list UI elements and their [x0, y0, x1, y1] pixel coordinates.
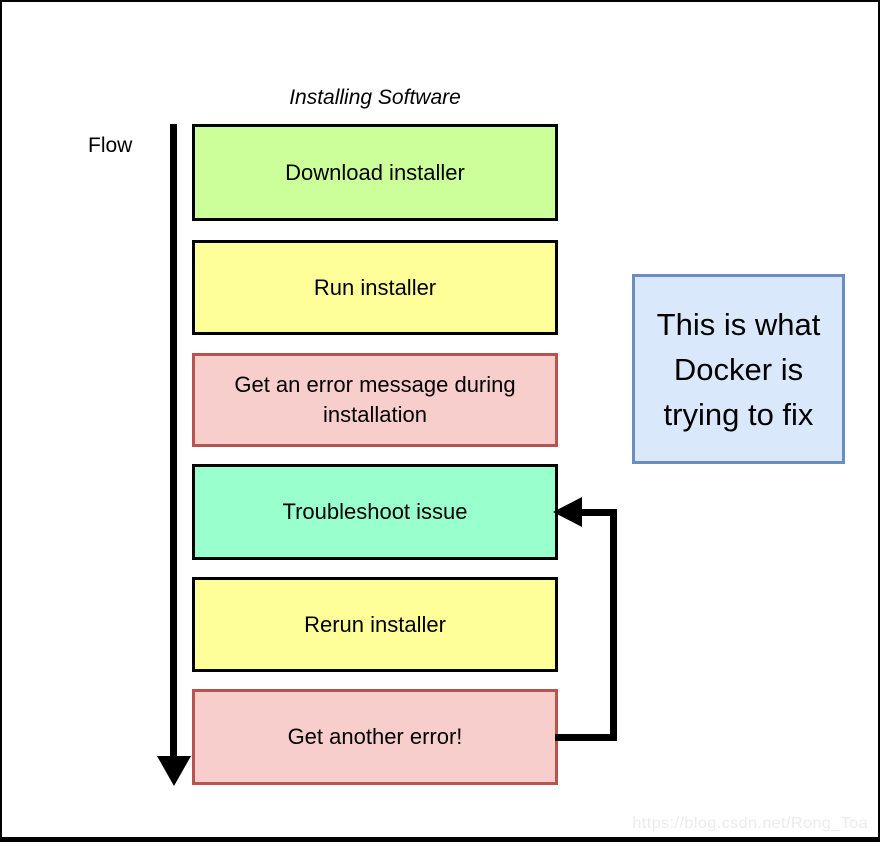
step-label: Run installer	[313, 274, 437, 300]
loop-arrow-top-segment	[581, 509, 617, 516]
diagram-title: Installing Software	[289, 86, 461, 109]
step-rerun-installer: Rerun installer	[192, 577, 558, 672]
step-label: Get an error message during installation	[234, 372, 516, 427]
step-error-during-installation: Get an error message during installation	[192, 353, 558, 447]
step-download-installer: Download installer	[192, 124, 558, 221]
callout-line: Docker is	[673, 351, 804, 387]
flow-label: Flow	[88, 134, 133, 157]
step-run-installer: Run installer	[192, 240, 558, 335]
flow-arrowhead-down-icon	[157, 756, 191, 786]
step-label: Download installer	[285, 159, 465, 185]
loop-arrowhead-left-icon	[553, 497, 582, 527]
step-label: Rerun installer	[304, 611, 446, 637]
step-get-another-error: Get another error!	[192, 689, 558, 785]
callout-line: This is what	[656, 306, 821, 342]
watermark-text: https://blog.csdn.net/Rong_Toa	[632, 815, 868, 832]
step-label: Get another error!	[287, 724, 463, 750]
loop-arrow-vertical-segment	[610, 509, 617, 741]
step-troubleshoot-issue: Troubleshoot issue	[192, 464, 558, 560]
loop-arrow-bottom-segment	[555, 734, 617, 741]
flow-arrow-line	[170, 124, 177, 758]
docker-callout-box: This is what Docker is trying to fix	[632, 274, 845, 464]
callout-line: trying to fix	[663, 396, 814, 432]
step-label: Troubleshoot issue	[282, 499, 468, 525]
